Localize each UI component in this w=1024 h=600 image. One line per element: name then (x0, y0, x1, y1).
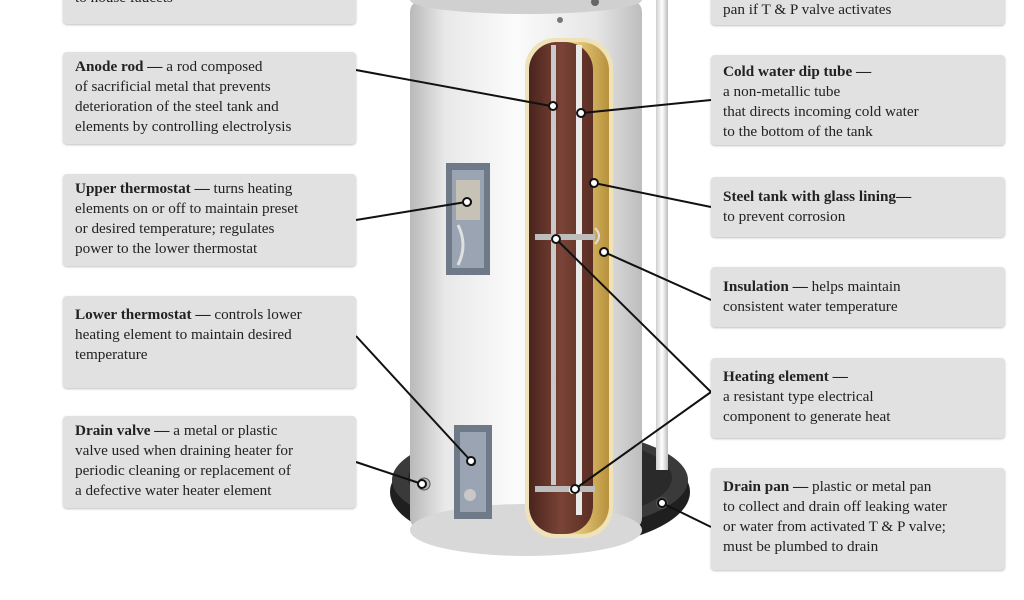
label-title: Upper thermostat — (75, 180, 210, 197)
label-line: to the bottom of the tank (723, 123, 873, 140)
label-line: consistent water temperature (723, 298, 898, 315)
label-line: a metal or plastic (173, 422, 278, 439)
label-box-drain-valve: Drain valve — a metal or plastic valve u… (63, 416, 356, 508)
label-line: elements on or off to maintain preset (75, 200, 299, 217)
label-line: to collect and drain off leaking water (723, 498, 948, 515)
label-line: controls lower (214, 306, 302, 323)
anode-rod-shape (551, 45, 556, 485)
label-line: a resistant type electrical (723, 388, 874, 405)
label-line: of sacrificial metal that prevents (75, 78, 271, 95)
label-box-cold-water-dip-tube: Cold water dip tube — a non-metallic tub… (711, 55, 1005, 145)
upper-thermostat-panel (446, 163, 490, 275)
label-box-upper-thermostat: Upper thermostat — turns heating element… (63, 174, 356, 266)
leader-lines (355, 69, 712, 528)
label-box-drain-pan: Drain pan — plastic or metal pan to coll… (711, 468, 1005, 570)
label-line: helps maintain (811, 278, 901, 295)
label-line: a defective water heater element (75, 482, 272, 499)
label-line: heating element to maintain desired (75, 326, 292, 343)
label-title: Cold water dip tube — (723, 63, 872, 80)
label-line: must be plumbed to drain (723, 538, 879, 555)
label-line: to house faucets (75, 0, 346, 8)
label-line: or desired temperature; regulates (75, 220, 275, 237)
label-line: pan if T & P valve activates (723, 1, 892, 18)
label-line: plastic or metal pan (812, 478, 932, 495)
label-box-top-left: to house faucets (63, 0, 356, 24)
lower-thermostat-panel (454, 425, 492, 519)
discharge-pipe (656, 0, 668, 470)
label-line: periodic cleaning or replacement of (75, 462, 291, 479)
label-box-insulation: Insulation — helps maintain consistent w… (711, 267, 1005, 327)
label-title: Heating element — (723, 368, 848, 385)
label-title: Anode rod — (75, 58, 163, 75)
label-box-heating-element: Heating element — a resistant type elect… (711, 358, 1005, 438)
label-title: Lower thermostat — (75, 306, 211, 323)
label-box-lower-thermostat: Lower thermostat — controls lower heatin… (63, 296, 356, 388)
label-line: that directs incoming cold water (723, 103, 919, 120)
leader-dots (417, 101, 667, 508)
label-box-top-right: pan if T & P valve activates (711, 0, 1005, 25)
label-line: a rod composed (166, 58, 263, 75)
label-title: Insulation — (723, 278, 808, 295)
label-line: elements by controlling electrolysis (75, 118, 292, 135)
label-line: turns heating (213, 180, 293, 197)
label-title: Drain pan — (723, 478, 809, 495)
tank-cutaway (525, 38, 613, 538)
label-line: valve used when draining heater for (75, 442, 294, 459)
label-line: or water from activated T & P valve; (723, 518, 946, 535)
label-title: Drain valve — (75, 422, 170, 439)
dip-tube-shape (576, 45, 582, 515)
label-line: deterioration of the steel tank and (75, 98, 279, 115)
label-line: a non-metallic tube (723, 83, 841, 100)
label-line: component to generate heat (723, 408, 891, 425)
label-line: temperature (75, 346, 148, 363)
label-box-anode-rod: Anode rod — a rod composed of sacrificia… (63, 52, 356, 144)
label-box-steel-tank: Steel tank with glass lining— to prevent… (711, 177, 1005, 237)
label-title: Steel tank with glass lining— (723, 188, 912, 205)
label-line: to prevent corrosion (723, 208, 846, 225)
label-line: power to the lower thermostat (75, 240, 258, 257)
